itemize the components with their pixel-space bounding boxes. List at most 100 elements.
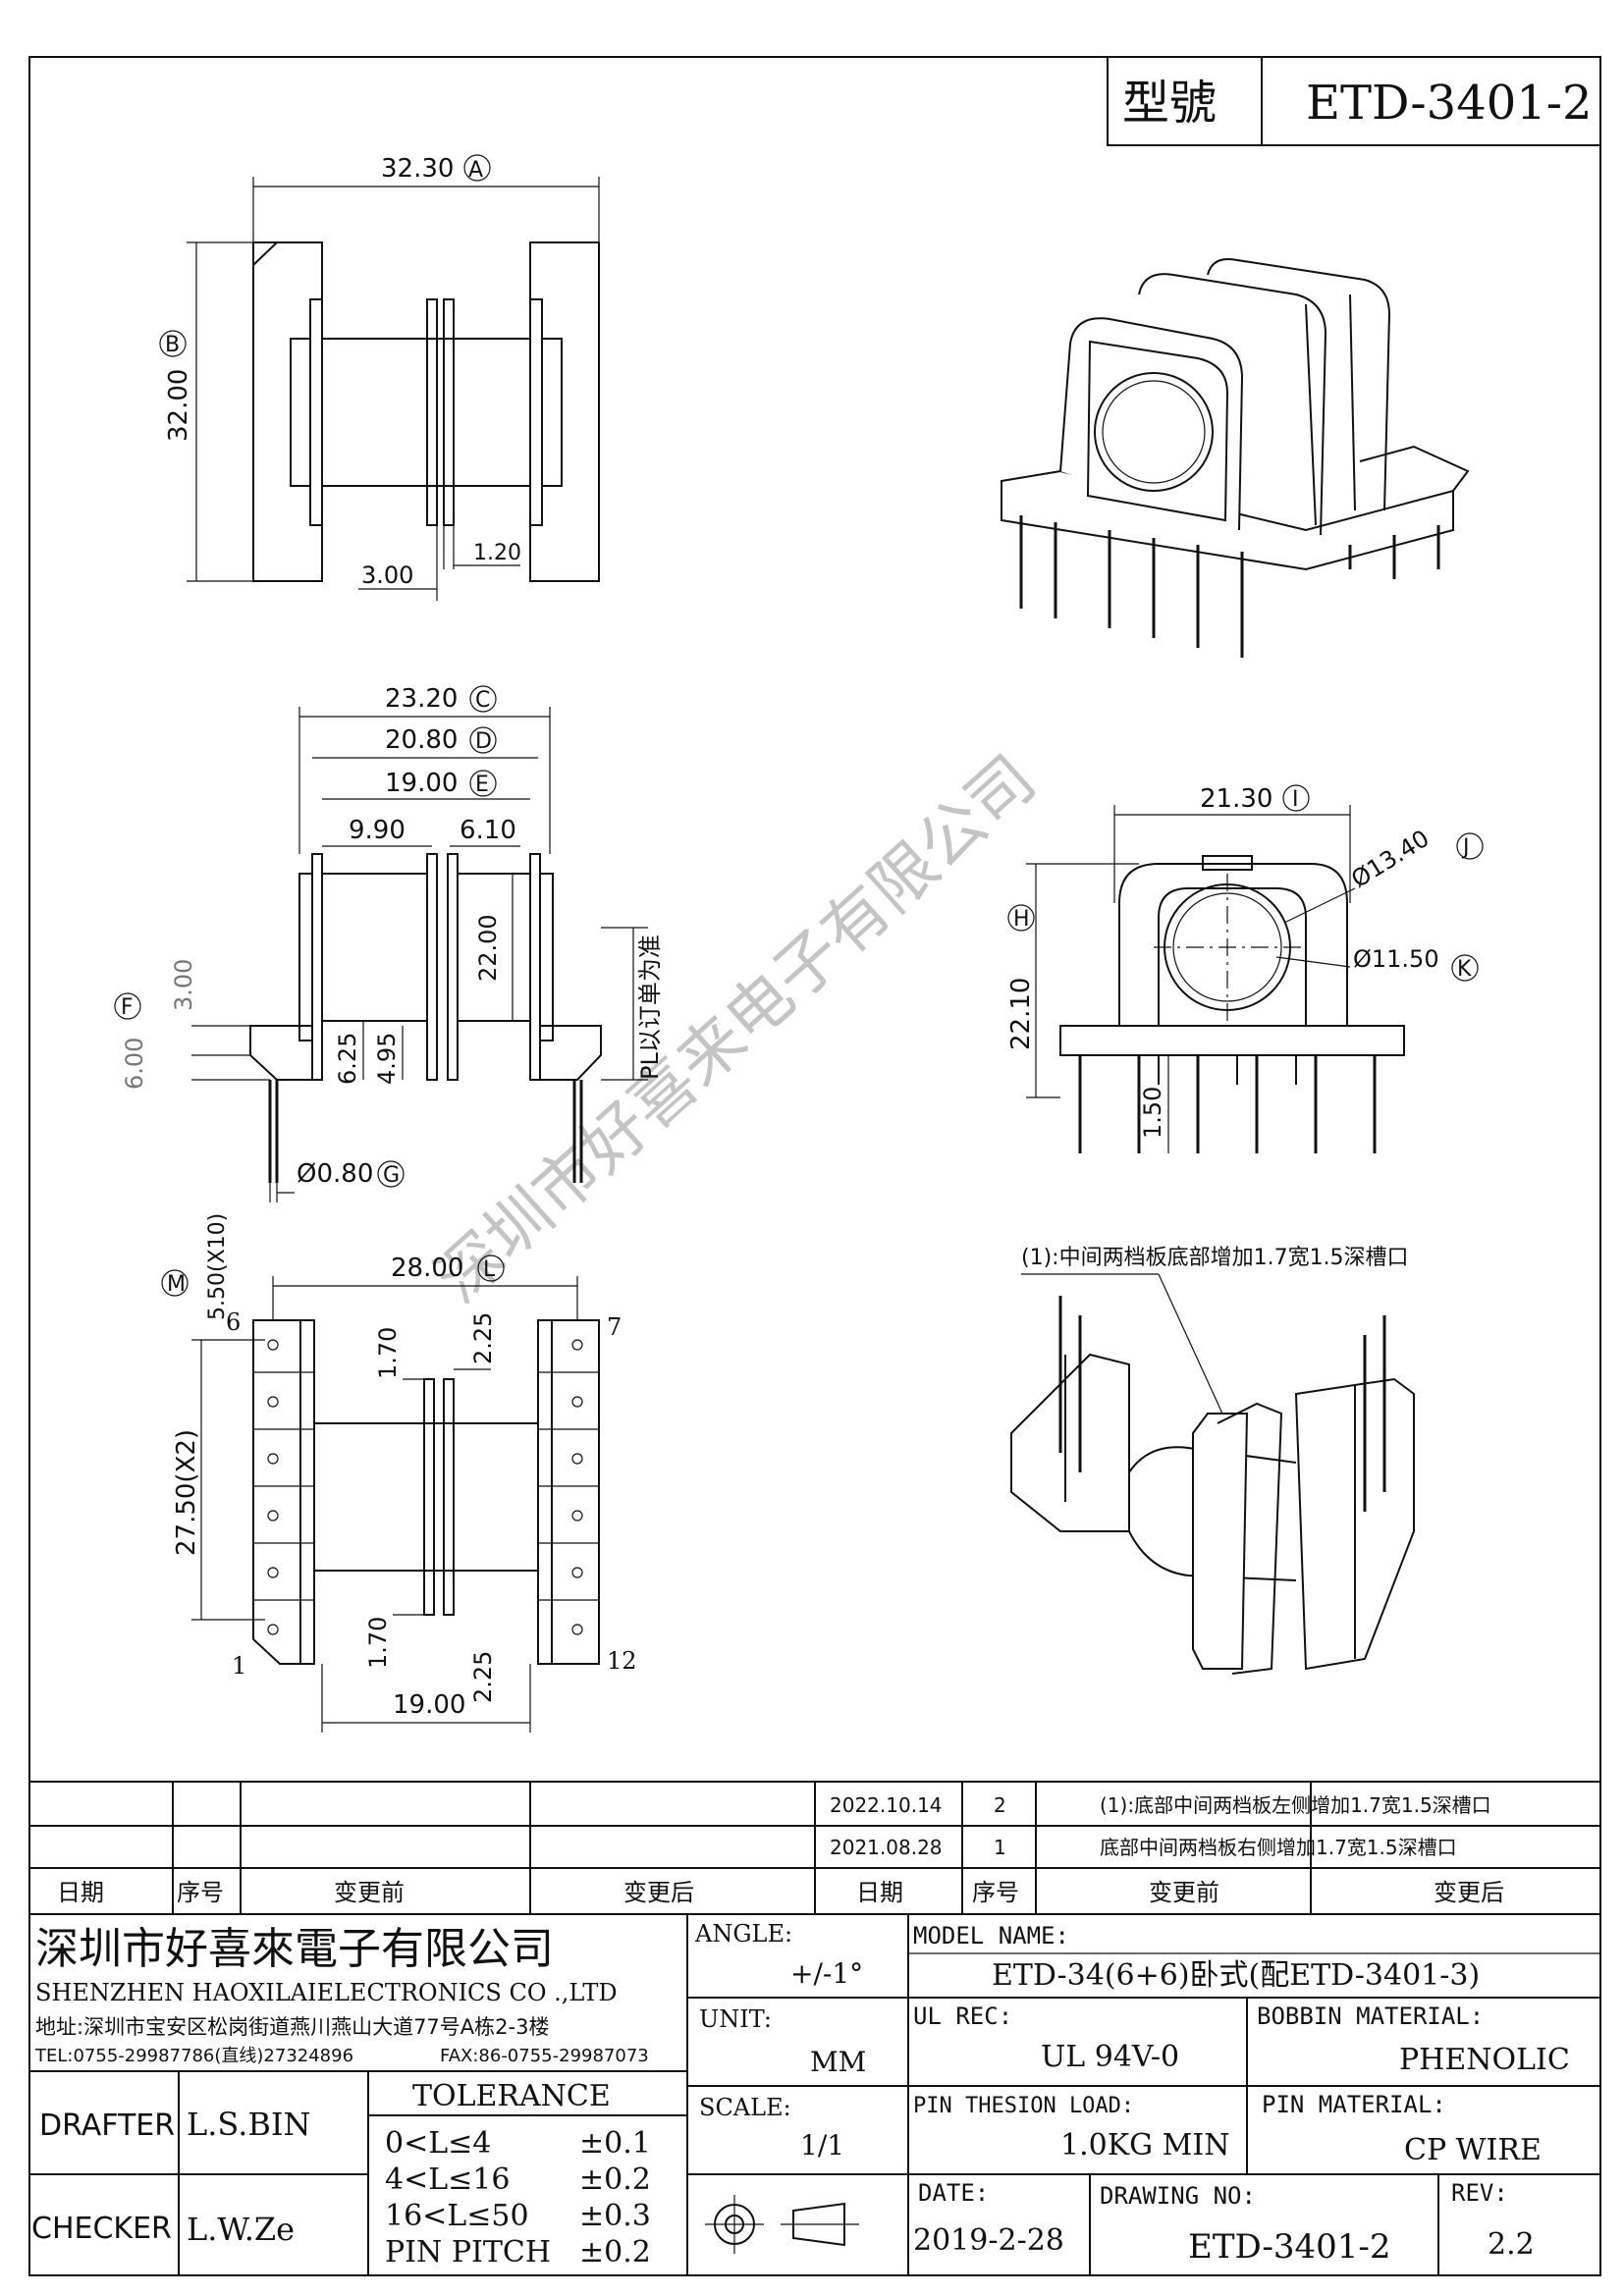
company-fax: FAX:86-0755-29987073 (440, 2046, 649, 2066)
rev-header-after-2: 变更后 (1434, 1879, 1504, 1906)
dim-B-tag: B (165, 333, 180, 357)
dim-G-tag: G (383, 1163, 400, 1188)
dim-C-value: 23.20 (385, 684, 458, 714)
dim-1-50: 1.50 (1139, 1087, 1166, 1139)
pin-material-value: CP WIRE (1404, 2133, 1542, 2167)
isometric-view-top (1001, 258, 1470, 658)
dim-A-value: 32.30 (381, 154, 454, 184)
dim-2-25-bottom: 2.25 (469, 1651, 497, 1703)
tol-range-1: 0<L≤4 (385, 2126, 491, 2161)
revision-table: 2022.10.14 2 (1):底部中间两档板左侧增加1.7宽1.5深槽口 2… (29, 1781, 1600, 1915)
model-box: 型號 ETD-3401-2 (1107, 56, 1601, 146)
ul-label: UL REC: (913, 2002, 1012, 2030)
dim-6-25: 6.25 (334, 1033, 361, 1085)
pin-load-label: PIN THESION LOAD: (913, 2094, 1134, 2118)
rev-header-no-2: 序号 (972, 1879, 1019, 1906)
dim-9-90: 9.90 (349, 816, 406, 845)
rev-header-before-2: 变更前 (1149, 1879, 1219, 1906)
sheet-border (28, 56, 1601, 2276)
rev-header-date-1: 日期 (57, 1879, 104, 1906)
checker-value: L.W.Ze (187, 2211, 295, 2248)
company-name-cn: 深圳市好喜來電子有限公司 (35, 1924, 554, 1974)
bobbin-label: BOBBIN MATERIAL: (1257, 2002, 1484, 2030)
pin-label-7: 7 (607, 1313, 622, 1341)
angle-value: +/-1° (790, 1957, 863, 1990)
tol-range-2: 4<L≤16 (385, 2163, 510, 2197)
dim-2-25-top: 2.25 (469, 1312, 497, 1364)
dim-H-tag: H (1013, 907, 1030, 932)
dim-F-value: 6.00 (121, 1038, 148, 1090)
dim-4-95: 4.95 (373, 1033, 401, 1085)
tol-range-4: PIN PITCH (385, 2235, 551, 2269)
date-label: DATE: (918, 2179, 989, 2207)
rev-header-after-1: 变更后 (623, 1879, 694, 1906)
dim-3-00-height: 3.00 (170, 959, 197, 1011)
model-name-label: MODEL NAME: (913, 1922, 1069, 1949)
dim-pitch: 27.50(X2) (172, 1429, 201, 1556)
tol-value-3: ±0.3 (579, 2199, 651, 2233)
title-block: 深圳市好喜來電子有限公司 SHENZHEN HAOXILAIELECTRONIC… (29, 1914, 1600, 2275)
tol-value-2: ±0.2 (579, 2163, 651, 2197)
drawing-no-value: ETD-3401-2 (1188, 2227, 1391, 2267)
rev-row2-date: 2021.08.28 (830, 1836, 943, 1859)
projection-symbol (705, 2195, 859, 2254)
dim-J-tag: J (1461, 835, 1470, 860)
tol-value-1: ±0.1 (579, 2126, 651, 2161)
rev-row1-date: 2022.10.14 (830, 1793, 943, 1817)
dim-A-tag: A (468, 158, 483, 183)
dim-22-00: 22.00 (474, 914, 502, 982)
rev-label: REV: (1451, 2179, 1508, 2207)
tolerance-title: TOLERANCE (412, 2079, 611, 2113)
pin-label-1: 1 (232, 1652, 246, 1680)
dim-G-value: Ø0.80 (297, 1159, 373, 1189)
dim-1-70-bottom: 1.70 (364, 1617, 392, 1669)
model-number: ETD-3401-2 (1306, 76, 1593, 131)
dim-6-10: 6.10 (460, 816, 516, 845)
dim-H-value: 22.10 (1006, 978, 1036, 1050)
date-value: 2019-2-28 (913, 2223, 1064, 2258)
dim-D-tag: D (475, 729, 492, 754)
dim-M-value: 5.50(X10) (205, 1213, 230, 1320)
note-3d: (1):中间两档板底部增加1.7宽1.5深槽口 (1021, 1246, 1409, 1270)
pin-load-value: 1.0KG MIN (1060, 2128, 1229, 2163)
rev-row1-no: 2 (994, 1793, 1006, 1817)
dim-K-tag: K (1457, 957, 1472, 982)
dim-I-value: 21.30 (1200, 784, 1272, 814)
angle-label: ANGLE: (694, 1920, 792, 1948)
dim-M-tag: M (167, 1272, 186, 1297)
scale-value: 1/1 (800, 2129, 844, 2162)
dim-1-20: 1.20 (473, 541, 521, 565)
top-view: 32.30 A 32.00 B 3.00 1.20 (159, 154, 600, 601)
dim-B-value: 32.00 (164, 369, 193, 442)
model-label: 型號 (1122, 76, 1217, 131)
drawing-no-label: DRAWING NO: (1100, 2182, 1256, 2210)
rev-header-date-2: 日期 (856, 1879, 903, 1906)
dim-L-tag: L (483, 1257, 496, 1282)
front-view: 21.30 I 22.10 H 1.50 Ø13.40 (1006, 784, 1484, 1153)
pin-material-label: PIN MATERIAL: (1262, 2091, 1446, 2118)
drafter-value: L.S.BIN (187, 2106, 311, 2143)
dim-L-value: 28.00 (391, 1254, 463, 1283)
rev-header-before-1: 变更前 (334, 1879, 405, 1906)
dim-J-value: Ø13.40 (1346, 825, 1434, 893)
rev-value: 2.2 (1488, 2227, 1535, 2262)
pin-label-6: 6 (226, 1308, 241, 1336)
company-address: 地址:深圳市宝安区松岗街道燕川燕山大道77号A栋2-3楼 (35, 2015, 549, 2039)
tol-value-4: ±0.2 (579, 2235, 651, 2269)
pin-label-12: 12 (607, 1647, 637, 1675)
drafter-label: DRAFTER (39, 2109, 175, 2143)
dim-K-value: Ø11.50 (1353, 945, 1439, 973)
dim-D-value: 20.80 (385, 725, 458, 755)
ul-value: UL 94V-0 (1041, 2040, 1179, 2074)
rev-row2-desc: 底部中间两档板右侧增加1.7宽1.5深槽口 (1100, 1836, 1457, 1859)
tol-range-3: 16<L≤50 (385, 2199, 529, 2233)
dim-1-70-top: 1.70 (374, 1327, 402, 1379)
rev-header-no-1: 序号 (177, 1879, 224, 1906)
dim-F-tag: F (121, 995, 134, 1020)
unit-value: MM (810, 2046, 866, 2078)
dim-I-tag: I (1292, 787, 1299, 812)
bottom-pin-view: 28.00 L 5.50(X10) M 27.50(X2) 6 7 1 12 (161, 1213, 637, 1733)
unit-label: UNIT: (699, 2005, 772, 2033)
scale-label: SCALE: (699, 2094, 791, 2121)
